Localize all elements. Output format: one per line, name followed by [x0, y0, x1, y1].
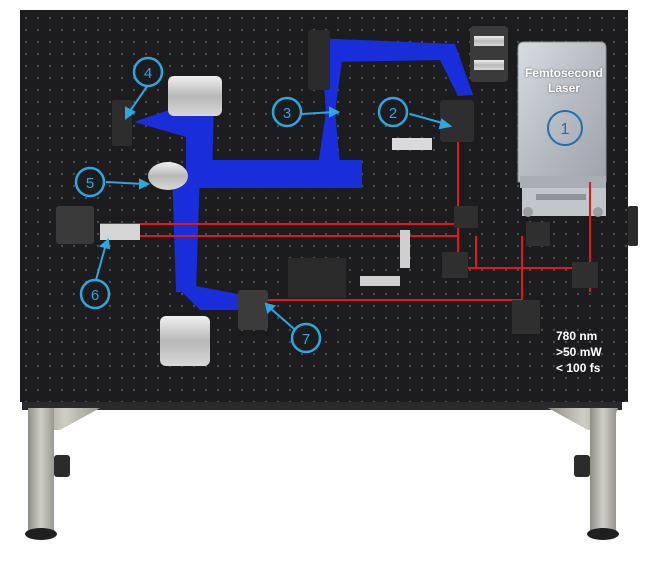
table-legs [22, 398, 622, 540]
laser-specs: 780 nm >50 mW < 100 fs [556, 328, 602, 376]
svg-text:4: 4 [144, 65, 152, 82]
marker-2: 2 [377, 96, 409, 128]
svg-text:7: 7 [302, 331, 310, 348]
marker-1: 1 [547, 110, 583, 146]
marker-6: 6 [79, 278, 111, 310]
optical-mounts [56, 26, 598, 366]
svg-text:5: 5 [86, 175, 94, 192]
marker-4: 4 [132, 56, 164, 88]
svg-text:1: 1 [561, 121, 570, 138]
svg-text:3: 3 [283, 105, 291, 122]
marker-3: 3 [271, 96, 303, 128]
spec-pulse: < 100 fs [556, 361, 601, 375]
svg-text:6: 6 [91, 287, 99, 304]
spec-power: >50 mW [556, 345, 602, 359]
marker-7: 7 [290, 322, 322, 354]
laser-title-line2: Laser [547, 81, 581, 95]
laser-title-line1: Femtosecond [524, 66, 603, 80]
svg-text:2: 2 [389, 105, 397, 122]
spec-wavelength: 780 nm [556, 329, 598, 343]
numbered-markers: 1 2 3 4 5 6 7 [74, 56, 583, 354]
laser-title: Femtosecond Laser [520, 66, 608, 96]
marker-5: 5 [74, 166, 106, 198]
